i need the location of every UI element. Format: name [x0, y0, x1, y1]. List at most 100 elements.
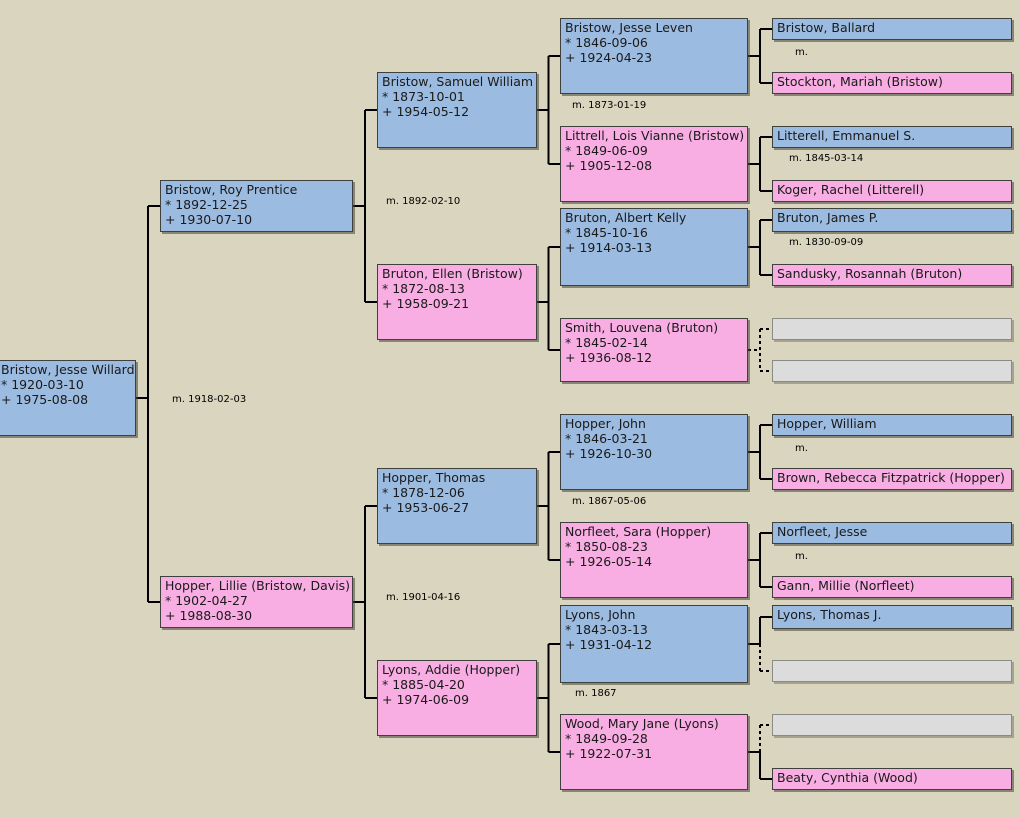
marriage-label: m. 1901-04-16: [386, 592, 461, 603]
death-date: + 1930-07-10: [165, 212, 253, 227]
person-name: Lyons, Addie (Hopper): [382, 662, 521, 677]
marriage-label: m. 1845-03-14: [789, 153, 864, 164]
person-box-unknown[interactable]: [772, 360, 1012, 382]
person-box-litterell-emmanuel-s[interactable]: Litterell, Emmanuel S.: [772, 126, 1012, 148]
person-name: Brown, Rebecca Fitzpatrick (Hopper): [777, 470, 1005, 485]
person-name: Wood, Mary Jane (Lyons): [565, 716, 719, 731]
birth-date: * 1872-08-13: [382, 281, 465, 296]
person-box-lyons-addie[interactable]: Lyons, Addie (Hopper)* 1885-04-20+ 1974-…: [377, 660, 537, 736]
marriage-label: m.: [795, 551, 808, 562]
marriage-label: m. 1918-02-03: [172, 394, 247, 405]
person-name: Hopper, Lillie (Bristow, Davis): [165, 578, 351, 593]
death-date: + 1922-07-31: [565, 746, 653, 761]
person-name: Hopper, Thomas: [382, 470, 486, 485]
birth-date: * 1845-02-14: [565, 335, 648, 350]
death-date: + 1975-08-08: [1, 392, 89, 407]
person-name: Litterell, Emmanuel S.: [777, 128, 916, 143]
birth-date: * 1902-04-27: [165, 593, 248, 608]
death-date: + 1953-06-27: [382, 500, 470, 515]
birth-date: * 1843-03-13: [565, 622, 648, 637]
person-name: Bristow, Samuel William: [382, 74, 534, 89]
death-date: + 1905-12-08: [565, 158, 653, 173]
person-box-littrell-lois-vianne[interactable]: Littrell, Lois Vianne (Bristow)* 1849-06…: [560, 126, 748, 202]
person-box-unknown[interactable]: [772, 318, 1012, 340]
birth-date: * 1878-12-06: [382, 485, 465, 500]
person-name: Hopper, William: [777, 416, 877, 431]
death-date: + 1936-08-12: [565, 350, 653, 365]
person-box-wood-mary-jane[interactable]: Wood, Mary Jane (Lyons)* 1849-09-28+ 192…: [560, 714, 748, 790]
death-date: + 1974-06-09: [382, 692, 470, 707]
person-box-smith-louvena[interactable]: Smith, Louvena (Bruton)* 1845-02-14+ 193…: [560, 318, 748, 382]
person-box-bristow-ballard[interactable]: Bristow, Ballard: [772, 18, 1012, 40]
marriage-label: m. 1892-02-10: [386, 196, 461, 207]
birth-date: * 1849-06-09: [565, 143, 648, 158]
marriage-label: m. 1873-01-19: [572, 100, 647, 111]
person-name: Norfleet, Sara (Hopper): [565, 524, 712, 539]
person-box-sandusky-rosannah[interactable]: Sandusky, Rosannah (Bruton): [772, 264, 1012, 286]
person-name: Bristow, Jesse Leven: [565, 20, 693, 35]
person-box-unknown[interactable]: [772, 714, 1012, 736]
person-box-norfleet-jesse[interactable]: Norfleet, Jesse: [772, 522, 1012, 544]
death-date: + 1926-05-14: [565, 554, 653, 569]
person-name: Littrell, Lois Vianne (Bristow): [565, 128, 745, 143]
person-box-bristow-samuel-william[interactable]: Bristow, Samuel William* 1873-10-01+ 195…: [377, 72, 537, 148]
marriage-label: m. 1867: [575, 688, 617, 699]
person-name: Koger, Rachel (Litterell): [777, 182, 925, 197]
person-box-koger-rachel[interactable]: Koger, Rachel (Litterell): [772, 180, 1012, 202]
person-name: Bruton, Ellen (Bristow): [382, 266, 523, 281]
person-box-hopper-john[interactable]: Hopper, John* 1846-03-21+ 1926-10-30: [560, 414, 748, 490]
person-name: Lyons, John: [565, 607, 636, 622]
person-name: Smith, Louvena (Bruton): [565, 320, 719, 335]
birth-date: * 1849-09-28: [565, 731, 648, 746]
person-box-bristow-jesse-leven[interactable]: Bristow, Jesse Leven* 1846-09-06+ 1924-0…: [560, 18, 748, 94]
person-box-norfleet-sara[interactable]: Norfleet, Sara (Hopper)* 1850-08-23+ 192…: [560, 522, 748, 598]
person-box-gann-millie[interactable]: Gann, Millie (Norfleet): [772, 576, 1012, 598]
death-date: + 1926-10-30: [565, 446, 653, 461]
person-name: Hopper, John: [565, 416, 646, 431]
person-box-lyons-john[interactable]: Lyons, John* 1843-03-13+ 1931-04-12: [560, 605, 748, 683]
birth-date: * 1846-09-06: [565, 35, 648, 50]
person-box-bruton-james-p[interactable]: Bruton, James P.: [772, 208, 1012, 232]
birth-date: * 1845-10-16: [565, 225, 648, 240]
person-box-lyons-thomas-j[interactable]: Lyons, Thomas J.: [772, 605, 1012, 629]
person-name: Beaty, Cynthia (Wood): [777, 770, 918, 785]
birth-date: * 1873-10-01: [382, 89, 465, 104]
person-box-bristow-jesse-willard[interactable]: Bristow, Jesse Willard* 1920-03-10+ 1975…: [0, 360, 136, 436]
person-box-bristow-roy-prentice[interactable]: Bristow, Roy Prentice* 1892-12-25+ 1930-…: [160, 180, 353, 232]
marriage-label: m.: [795, 47, 808, 58]
birth-date: * 1920-03-10: [1, 377, 84, 392]
person-box-unknown[interactable]: [772, 660, 1012, 682]
person-name: Gann, Millie (Norfleet): [777, 578, 915, 593]
person-name: Bristow, Roy Prentice: [165, 182, 298, 197]
person-box-beaty-cynthia[interactable]: Beaty, Cynthia (Wood): [772, 768, 1012, 790]
person-box-hopper-william[interactable]: Hopper, William: [772, 414, 1012, 436]
person-name: Stockton, Mariah (Bristow): [777, 74, 943, 89]
birth-date: * 1885-04-20: [382, 677, 465, 692]
person-name: Lyons, Thomas J.: [777, 607, 882, 622]
birth-date: * 1850-08-23: [565, 539, 648, 554]
death-date: + 1924-04-23: [565, 50, 653, 65]
person-box-bruton-ellen[interactable]: Bruton, Ellen (Bristow)* 1872-08-13+ 195…: [377, 264, 537, 340]
person-box-brown-rebecca-fitzpatrick[interactable]: Brown, Rebecca Fitzpatrick (Hopper): [772, 468, 1012, 490]
person-box-hopper-lillie[interactable]: Hopper, Lillie (Bristow, Davis)* 1902-04…: [160, 576, 353, 628]
person-name: Sandusky, Rosannah (Bruton): [777, 266, 963, 281]
death-date: + 1931-04-12: [565, 637, 653, 652]
birth-date: * 1846-03-21: [565, 431, 648, 446]
person-box-bruton-albert-kelly[interactable]: Bruton, Albert Kelly* 1845-10-16+ 1914-0…: [560, 208, 748, 286]
death-date: + 1958-09-21: [382, 296, 470, 311]
marriage-label: m.: [795, 443, 808, 454]
marriage-label: m. 1867-05-06: [572, 496, 647, 507]
person-name: Bristow, Jesse Willard: [1, 362, 135, 377]
person-name: Bruton, Albert Kelly: [565, 210, 687, 225]
person-box-stockton-mariah[interactable]: Stockton, Mariah (Bristow): [772, 72, 1012, 94]
birth-date: * 1892-12-25: [165, 197, 248, 212]
person-name: Bruton, James P.: [777, 210, 879, 225]
person-box-hopper-thomas[interactable]: Hopper, Thomas* 1878-12-06+ 1953-06-27: [377, 468, 537, 544]
death-date: + 1988-08-30: [165, 608, 253, 623]
person-name: Norfleet, Jesse: [777, 524, 868, 539]
marriage-label: m. 1830-09-09: [789, 237, 864, 248]
person-name: Bristow, Ballard: [777, 20, 876, 35]
death-date: + 1914-03-13: [565, 240, 653, 255]
